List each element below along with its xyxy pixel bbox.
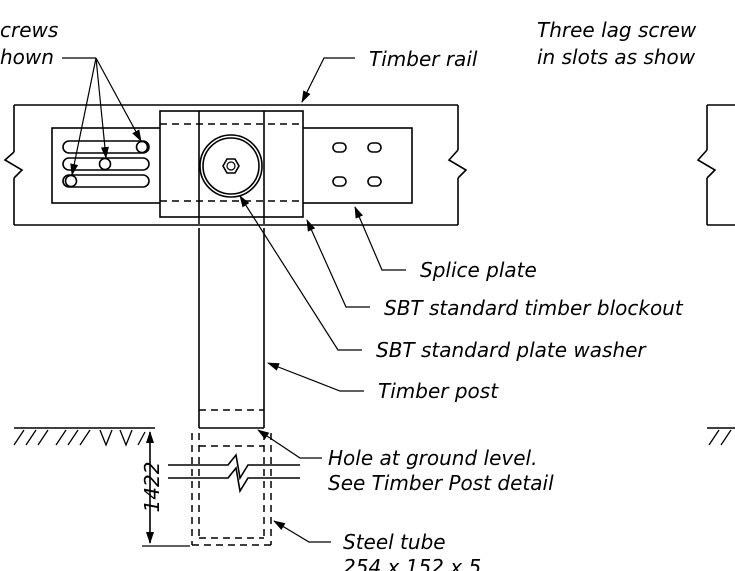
splice-plate-holes [332, 142, 382, 187]
timber-rail [3, 104, 468, 226]
timber-rail-leader [301, 57, 355, 103]
hole-leader [257, 429, 322, 459]
timber-blockout-label: SBT standard timber blockout [384, 296, 684, 320]
steel-tube-label-line2: 254 x 152 x 5 [343, 555, 481, 571]
slot [62, 174, 150, 188]
right-note-line1: Three lag screw [537, 18, 697, 42]
steel-tube-leader [273, 520, 331, 543]
lag-screws-label-line1: crews [0, 18, 58, 42]
splice-plate-leader [354, 206, 406, 271]
timber-post-label: Timber post [378, 379, 499, 403]
bolt-hex-nut [222, 158, 240, 174]
blockout-leader [306, 219, 370, 308]
plate-washer-leader [239, 195, 362, 351]
timber-post-leader [267, 362, 364, 392]
plate-washer [199, 134, 263, 198]
break-line [168, 453, 300, 481]
timber-rail-right-partial [696, 104, 735, 226]
splice-plate-label: Splice plate [420, 258, 537, 282]
timber-post [198, 228, 265, 428]
ground-line [13, 427, 735, 447]
lag-screw [98, 157, 112, 171]
slot [62, 157, 150, 171]
lag-screw [64, 174, 78, 188]
steel-tube-label-line1: Steel tube [343, 530, 446, 554]
steel-tube [168, 433, 300, 546]
right-note-line2: in slots as show [537, 45, 696, 69]
plate-washer-label: SBT standard plate washer [376, 338, 647, 362]
embedment-dimension: 1422 [140, 431, 190, 547]
hole-label-line1: Hole at ground level. [328, 446, 537, 470]
lag-screws-label-line2: hown [0, 45, 54, 69]
break-line [168, 466, 300, 494]
lag-screw [135, 140, 149, 154]
timber-rail-label: Timber rail [369, 47, 478, 71]
dimension-text: 1422 [140, 462, 164, 513]
hole-label-line2: See Timber Post detail [328, 471, 554, 495]
lag-screw-slots [62, 140, 150, 188]
lag-screw-leader [62, 57, 142, 176]
